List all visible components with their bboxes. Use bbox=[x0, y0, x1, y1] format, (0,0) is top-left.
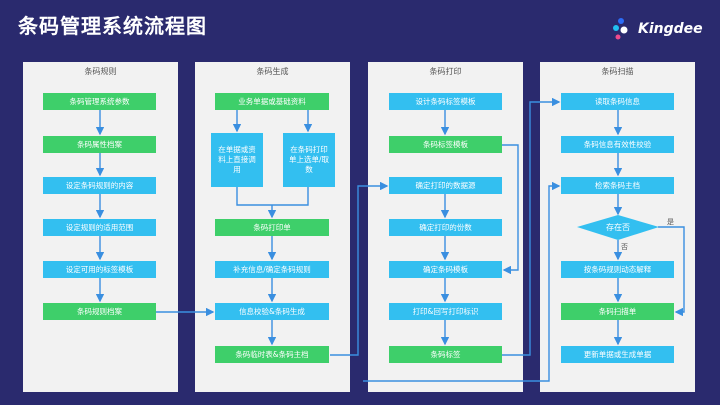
logo-text: Kingdee bbox=[638, 21, 703, 37]
decision-no-label: 否 bbox=[621, 243, 628, 251]
flow-box-temp-table-master: 条码临时表&条码主档 bbox=[215, 346, 329, 363]
flow-box-print-writeback: 打印&回写打印标识 bbox=[389, 303, 502, 320]
flow-box-update-docs: 更新单据或生成单据 bbox=[561, 346, 674, 363]
flow-box-confirm-template: 确定条码模板 bbox=[389, 261, 502, 278]
flow-box-validate-generate: 信息校验&条码生成 bbox=[215, 303, 329, 320]
flow-box-attribute-archive: 条码属性档案 bbox=[43, 136, 156, 153]
column-title: 条码扫描 bbox=[601, 67, 634, 76]
flow-box-rule-archive: 条码规则档案 bbox=[43, 303, 156, 320]
flow-box-read-info: 读取条码信息 bbox=[561, 93, 674, 110]
flow-box-rule-scope: 设定规则的适用范围 bbox=[43, 219, 156, 236]
flow-box-search-master: 检索条码主档 bbox=[561, 177, 674, 194]
flow-box-scan-order: 条码扫描单 bbox=[561, 303, 674, 320]
flow-box-label-templates: 设定可用的标签模板 bbox=[43, 261, 156, 278]
flow-box-select-from-print: 在条码打印单上选单/取数 bbox=[283, 133, 335, 187]
flow-box-dynamic-parse: 按条码规则动态解释 bbox=[561, 261, 674, 278]
column-title: 条码打印 bbox=[429, 67, 462, 76]
page-title: 条码管理系统流程图 bbox=[18, 14, 207, 38]
column-title: 条码生成 bbox=[256, 67, 289, 76]
column-title: 条码规则 bbox=[84, 67, 117, 76]
flow-box-rule-content: 设定条码规则的内容 bbox=[43, 177, 156, 194]
decision-diamond bbox=[577, 215, 659, 240]
flow-box-validity-check: 条码信息有效性校验 bbox=[561, 136, 674, 153]
flow-box-system-params: 条码管理系统参数 bbox=[43, 93, 156, 110]
flow-box-supplement-info: 补充信息/确定条码规则 bbox=[215, 261, 329, 278]
flow-box-print-order: 条码打印单 bbox=[215, 219, 329, 236]
decision-label: 存在否 bbox=[606, 222, 630, 232]
kingdee-logo: Kingdee bbox=[612, 16, 703, 42]
kingdee-dots-icon bbox=[613, 18, 628, 40]
flow-box-label-template: 条码标签模板 bbox=[389, 136, 502, 153]
flow-box-direct-call: 在单据或资料上直接调用 bbox=[211, 133, 263, 187]
flow-box-barcode-label: 条码标签 bbox=[389, 346, 502, 363]
flow-box-business-docs: 业务单据或基础资料 bbox=[215, 93, 329, 110]
flow-box-copies: 确定打印的份数 bbox=[389, 219, 502, 236]
flow-box-data-source: 确定打印的数据源 bbox=[389, 177, 502, 194]
decision-yes-label: 是 bbox=[667, 218, 674, 226]
flow-box-design-template: 设计条码标签模板 bbox=[389, 93, 502, 110]
